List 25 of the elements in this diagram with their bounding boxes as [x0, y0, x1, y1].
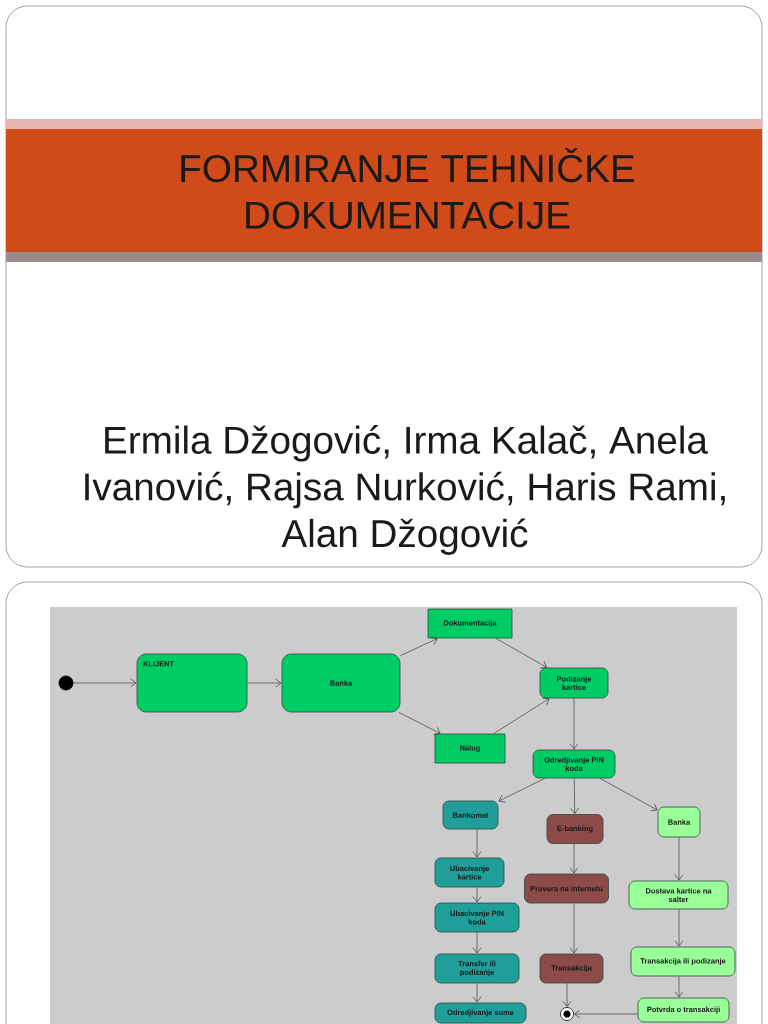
arrow	[498, 778, 546, 803]
final-node	[560, 1007, 574, 1021]
arrow	[398, 712, 441, 735]
arrow	[472, 983, 482, 1003]
arrow	[674, 976, 684, 998]
arrow	[400, 636, 438, 656]
author-list: Ermila Džogović, Irma Kalač, Anela Ivanović, Rajsa Nurković, Haris Rami, Alan Džogović	[85, 425, 725, 555]
arrow	[569, 903, 579, 954]
arrow	[472, 887, 482, 903]
arrow	[472, 932, 482, 954]
arrow	[574, 1009, 638, 1019]
arrow	[493, 697, 550, 734]
title-banner: FORMIRANJE TEHNIČKE DOKUMENTACIJE	[6, 119, 762, 262]
arrow	[495, 638, 547, 669]
arrow	[674, 909, 684, 947]
arrow	[247, 678, 282, 688]
initial-node	[58, 675, 74, 691]
arrow	[569, 698, 579, 750]
arrow	[562, 983, 572, 1007]
arrow	[73, 678, 137, 688]
arrow	[674, 837, 684, 881]
arrow	[569, 843, 579, 874]
arrow	[570, 778, 580, 814]
arrow	[599, 778, 658, 812]
arrow	[472, 829, 482, 858]
